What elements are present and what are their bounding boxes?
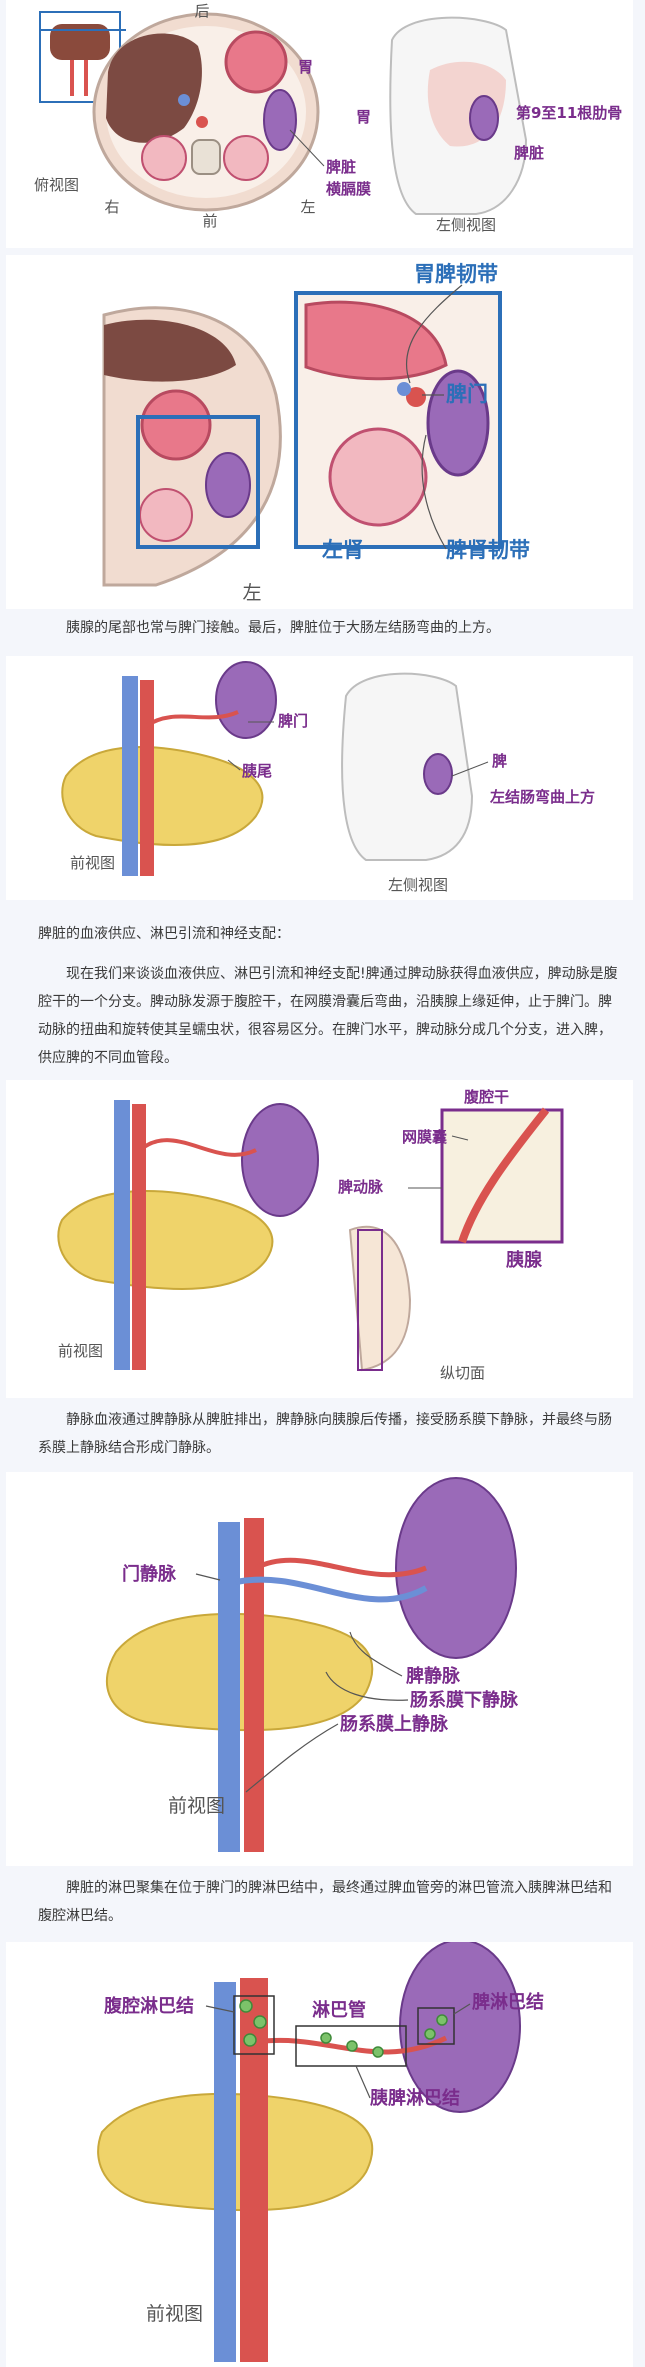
stomach-shape [224,30,288,94]
figure-transverse-and-side-view: 后 右 左 前 俯视图 胃 脾脏 横膈膜 胃 第9至11根肋骨 脾脏 左侧视图 [6,0,633,248]
label-front-view: 前视图 [58,1342,103,1360]
paragraph-blood-supply: 现在我们来谈谈血液供应、淋巴引流和神经支配!脾通过脾动脉获得血液供应，脾动脉是腹… [38,966,618,1066]
label-pancreaticosplenic-nodes: 胰脾淋巴结 [369,2087,460,2109]
label-superior-mesenteric-vein: 肠系膜上静脉 [340,1713,449,1735]
label-left-side-view: 左侧视图 [388,876,448,894]
label-splenic-vein: 脾静脉 [406,1665,461,1687]
label-splenic-artery: 脾动脉 [338,1178,384,1196]
detail-frame [440,1108,564,1244]
right-kidney-shape [141,135,187,181]
label-left-side-view: 左侧视图 [436,216,496,234]
label-front-view: 前视图 [168,1795,225,1817]
label-ribs: 第9至11根肋骨 [516,104,622,122]
aorta-shape [140,680,154,876]
label-stomach: 胃 [298,58,313,76]
label-right: 右 [104,198,119,216]
label-hilum: 脾门 [278,712,308,730]
label-splenorenal-ligament: 脾肾韧带 [446,538,530,562]
label-celiac-trunk: 腹腔干 [464,1088,509,1106]
liver-shape [106,33,202,143]
label-anterior: 前 [202,212,217,230]
label-colic-flexure: 左结肠弯曲上方 [489,788,595,806]
label-side-spleen: 脾 [492,752,507,770]
label-diaphragm: 横膈膜 [326,180,371,198]
figure-pancreas-tail-and-flexure: 脾门 胰尾 前视图 脾 左结肠弯曲上方 左侧视图 [6,656,633,900]
paragraph-pancreas-tail: 胰腺的尾部也常与脾门接触。最后，脾脏位于大肠左结肠弯曲的上方。 [66,620,500,636]
label-front-view: 前视图 [70,854,115,872]
figure-lymph-nodes: 腹腔淋巴结 淋巴管 脾淋巴结 胰脾淋巴结 前视图 [6,1942,633,2367]
spine-shape [191,139,221,175]
figure-splenic-vein: 门静脉 脾静脉 肠系膜下静脉 肠系膜上静脉 前视图 [6,1472,633,1866]
label-splenic-nodes: 脾淋巴结 [472,1991,544,2013]
ivc-shape [122,676,138,876]
left-kidney-shape [223,135,269,181]
figure-ligaments-zoom: 胃脾韧带 脾门 左肾 脾肾韧带 左 [6,255,633,609]
spleen-shape [263,89,297,151]
pancreas-shape [61,746,264,846]
label-portal-vein: 门静脉 [122,1563,177,1585]
label-pancreas: 胰腺 [505,1249,543,1271]
label-left: 左 [300,198,315,216]
label-front-view: 前视图 [146,2303,203,2325]
label-left-side: 左 [242,582,261,604]
paragraph-lymph-drainage: 脾脏的淋巴聚集在位于脾门的脾淋巴结中，最终通过脾血管旁的淋巴管流入胰脾淋巴结和腹… [38,1880,612,1924]
figure-splenic-artery: 前视图 腹腔干 网膜囊 脾动脉 胰腺 纵切面 [6,1080,633,1398]
label-sagittal-section: 纵切面 [440,1364,485,1382]
label-splenic-hilum: 脾门 [446,382,488,406]
label-side-stomach: 胃 [356,108,371,126]
label-inferior-mesenteric-vein: 肠系膜下静脉 [410,1689,519,1711]
label-top-view: 俯视图 [34,176,79,194]
lymph-node-cluster [239,1999,448,2058]
label-side-spleen: 脾脏 [514,144,544,162]
zoom-source-frame [136,415,260,549]
label-omental-bursa: 网膜囊 [402,1128,448,1146]
label-posterior: 后 [194,2,209,20]
label-spleen: 脾脏 [326,158,356,176]
label-lymph-vessels: 淋巴管 [312,1999,366,2021]
label-pancreas-tail: 胰尾 [242,762,272,780]
paragraph-section-heading: 脾脏的血液供应、淋巴引流和神经支配： [38,926,290,942]
label-celiac-nodes: 腹腔淋巴结 [104,1995,194,2017]
label-left-kidney: 左肾 [322,538,364,562]
spleen-shape [215,661,277,739]
paragraph-venous-drainage: 静脉血液通过脾静脉从脾脏排出，脾静脉向胰腺后传播，接受肠系膜下静脉，并最终与肠系… [38,1412,612,1456]
label-gastrosplenic-ligament: 胃脾韧带 [414,262,498,286]
